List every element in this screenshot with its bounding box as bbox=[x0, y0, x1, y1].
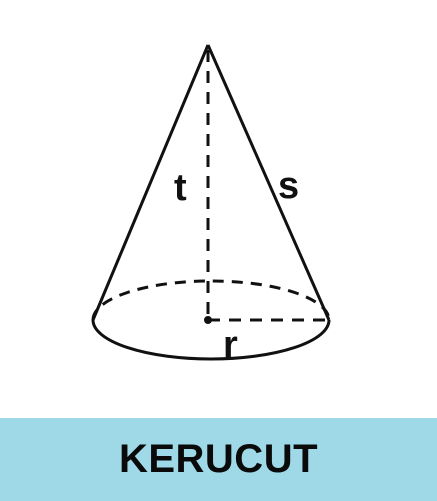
base-back-arc bbox=[91, 279, 331, 321]
cone-figure: t s r bbox=[91, 44, 331, 366]
cone-diagram: t s r bbox=[91, 44, 331, 366]
banner-title: KERUCUT bbox=[118, 437, 319, 481]
height-label: t bbox=[174, 167, 187, 209]
center-point bbox=[204, 316, 212, 324]
right-slant-edge bbox=[206, 44, 331, 321]
slant-height-label: s bbox=[278, 165, 299, 207]
title-banner: KERUCUT bbox=[0, 418, 437, 501]
left-slant-edge bbox=[91, 44, 210, 321]
radius-label: r bbox=[223, 324, 238, 366]
base-front-arc bbox=[91, 319, 331, 361]
